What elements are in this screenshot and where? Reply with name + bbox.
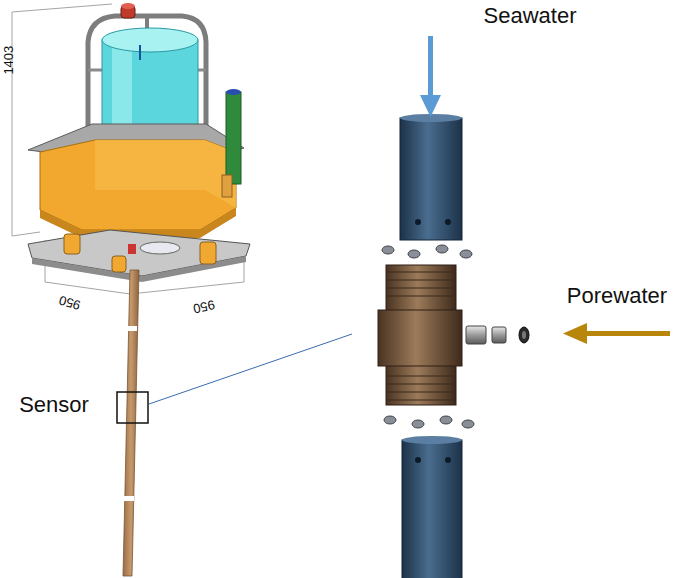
sensor-body xyxy=(386,287,456,288)
lander-body xyxy=(40,140,236,230)
base-plate xyxy=(128,244,136,254)
dimension-label: 950 xyxy=(58,292,83,312)
top-tube xyxy=(400,118,462,240)
sensor-body xyxy=(386,271,456,272)
flow-label: Seawater xyxy=(484,4,577,28)
porewater-arrow xyxy=(563,323,670,344)
bottom-tube xyxy=(402,440,462,578)
screws xyxy=(382,246,394,254)
seawater-arrow xyxy=(420,36,441,117)
dimension-label: 1403 xyxy=(2,46,16,75)
lander-body xyxy=(95,140,236,208)
side-cylinder xyxy=(222,175,232,197)
top-tube xyxy=(400,114,462,240)
seawater-arrow xyxy=(420,95,441,117)
dimension-label: 950 xyxy=(192,297,216,315)
sensor-body xyxy=(378,265,462,405)
porewater-fitting xyxy=(466,326,529,344)
sensor-body xyxy=(386,272,456,400)
screws xyxy=(384,416,396,424)
side-cylinder xyxy=(226,89,241,95)
porewater-fitting xyxy=(519,327,529,343)
sensor-body xyxy=(386,375,456,376)
sensor-body xyxy=(386,399,456,400)
porewater-arrow xyxy=(563,323,587,344)
probe-rod xyxy=(124,496,134,501)
screws xyxy=(440,416,452,424)
sensor-body xyxy=(386,295,456,296)
bottom-tube xyxy=(415,457,421,463)
base-plate xyxy=(200,242,216,264)
base-plate xyxy=(112,256,126,272)
side-cylinder xyxy=(226,92,241,184)
lander-frame xyxy=(121,3,135,9)
sensor-body xyxy=(386,383,456,384)
porewater-fitting xyxy=(522,331,526,339)
top-tube xyxy=(445,219,451,225)
float-cylinder xyxy=(139,45,141,60)
bottom-tube xyxy=(402,436,462,578)
lander-frame xyxy=(88,3,206,140)
side-cylinder xyxy=(222,89,241,197)
screws xyxy=(408,250,420,258)
lander-body xyxy=(28,124,244,238)
probe-rod xyxy=(127,326,137,331)
flow-label: Porewater xyxy=(567,284,667,308)
screws xyxy=(412,420,424,428)
seawater-arrow xyxy=(428,36,433,98)
sensor-body xyxy=(378,310,462,366)
bottom-tube xyxy=(445,457,451,463)
screws xyxy=(460,250,472,258)
leader-line xyxy=(149,334,352,404)
sensor-body xyxy=(386,391,456,392)
float-cylinder xyxy=(102,28,198,52)
screws xyxy=(436,245,448,253)
base-plate xyxy=(28,230,250,276)
screws xyxy=(462,420,474,428)
base-plate xyxy=(140,242,180,254)
sensor-body xyxy=(386,279,456,280)
porewater-arrow xyxy=(584,331,670,336)
bottom-tube xyxy=(402,436,462,444)
porewater-fitting xyxy=(466,326,486,344)
sensor-frame xyxy=(117,392,148,423)
lander-frame xyxy=(88,16,206,140)
top-tube xyxy=(415,219,421,225)
porewater-fitting xyxy=(492,327,506,343)
part-label: Sensor xyxy=(19,393,89,417)
base-plate xyxy=(64,234,80,254)
